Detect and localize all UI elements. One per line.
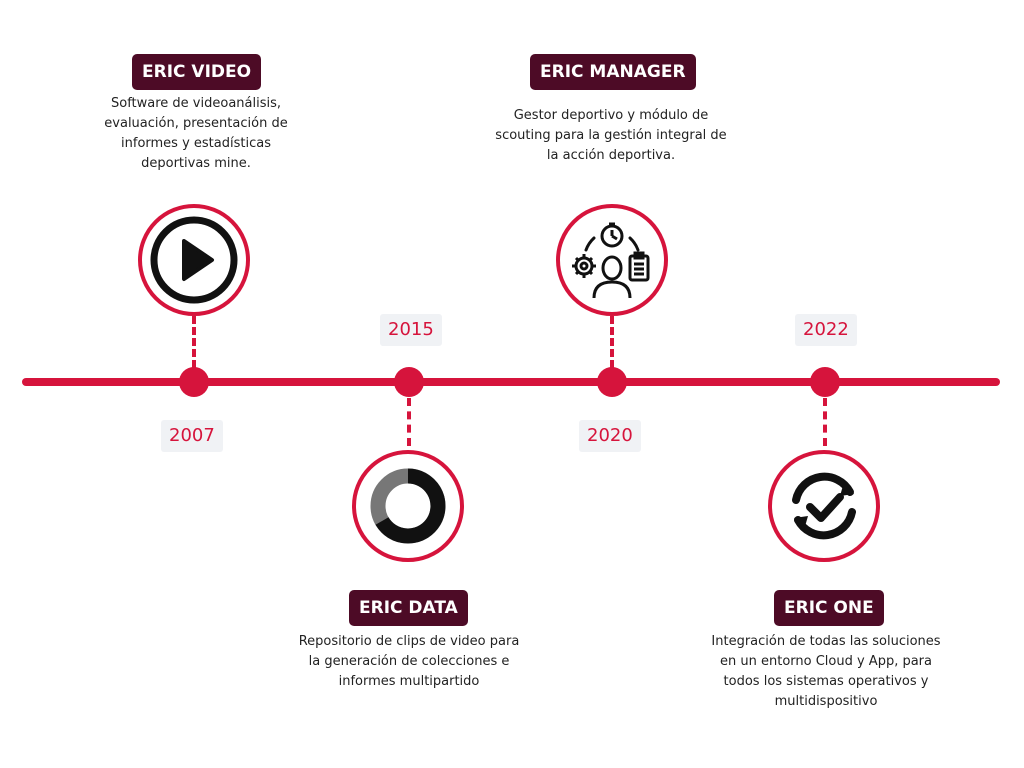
milestone-year-2007: 2007 bbox=[161, 420, 223, 452]
milestone-title-eric-one: ERIC ONE bbox=[774, 590, 884, 626]
milestone-connector-2015 bbox=[407, 398, 411, 446]
manager-icon bbox=[572, 222, 650, 299]
milestone-description-eric-manager: Gestor deportivo y módulo de scouting pa… bbox=[495, 108, 727, 163]
milestone-icon-eric-one bbox=[768, 450, 880, 562]
milestone-description-eric-data: Repositorio de clips de video para la ge… bbox=[298, 634, 520, 689]
ring-progress-icon bbox=[370, 468, 446, 544]
milestone-icon-eric-data bbox=[352, 450, 464, 562]
milestone-description-eric-video: Software de videoanálisis, evaluación, p… bbox=[104, 96, 288, 171]
person-icon bbox=[592, 255, 632, 299]
milestone-year-2022: 2022 bbox=[795, 314, 857, 346]
milestone-title-eric-manager: ERIC MANAGER bbox=[530, 54, 696, 90]
clipboard-icon bbox=[628, 251, 650, 282]
milestone-connector-2022 bbox=[823, 398, 827, 446]
milestone-title-eric-data: ERIC DATA bbox=[349, 590, 468, 626]
milestone-dot-2020 bbox=[597, 367, 627, 397]
milestone-year-2020: 2020 bbox=[579, 420, 641, 452]
milestone-description-eric-one: Integración de todas las soluciones en u… bbox=[711, 634, 941, 709]
milestone-title-eric-video: ERIC VIDEO bbox=[132, 54, 262, 90]
milestone-icon-eric-video bbox=[138, 204, 250, 316]
play-icon bbox=[150, 216, 238, 304]
milestone-icon-eric-manager bbox=[556, 204, 668, 316]
timeline-axis bbox=[22, 378, 1000, 386]
gear-icon bbox=[572, 254, 596, 278]
stopwatch-icon bbox=[600, 222, 624, 248]
milestone-dot-2007 bbox=[179, 367, 209, 397]
milestone-year-2015: 2015 bbox=[380, 314, 442, 346]
milestone-dot-2022 bbox=[810, 367, 840, 397]
milestone-dot-2015 bbox=[394, 367, 424, 397]
milestone-connector-2020 bbox=[610, 316, 614, 368]
milestone-connector-2007 bbox=[192, 316, 196, 368]
sync-check-icon bbox=[792, 472, 856, 540]
